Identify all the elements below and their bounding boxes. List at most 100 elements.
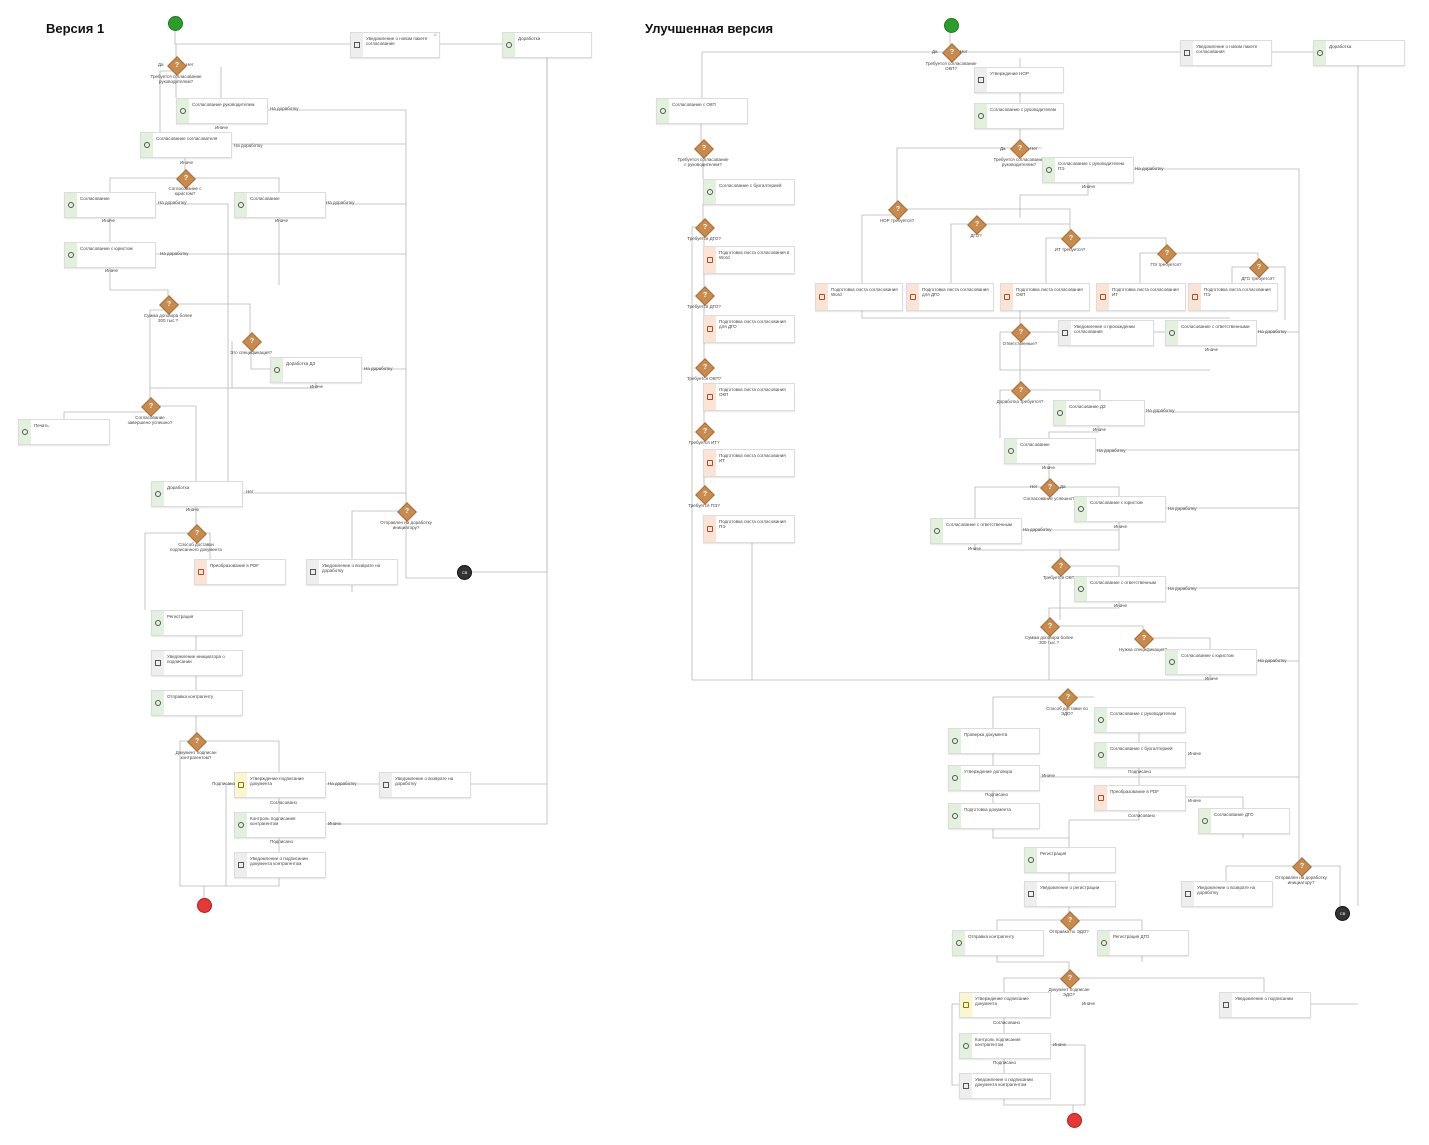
task-node[interactable]: Утверждение договора [948,765,1040,791]
document-icon [1185,891,1191,897]
gateway-question-icon: ? [702,428,708,435]
task-node[interactable]: Согласование ДГО [1198,808,1290,834]
connector-line [324,56,548,825]
gateway-question-icon: ? [174,62,180,69]
task-node[interactable]: Уведомление инициатора о подписании [151,650,243,676]
task-node[interactable]: Согласование руководителем [176,98,268,124]
task-node[interactable]: Контроль подписания контрагентом [234,812,326,838]
edge-label: Иначе [1093,427,1106,432]
task-node[interactable]: Подготовка листа согласования ОКП [1000,283,1090,311]
edge-label: Иначе [328,821,341,826]
connector-line [861,214,897,283]
task-label: Согласование с ответственным [1090,580,1156,585]
clock-icon [1169,659,1175,665]
task-node[interactable]: Регистрация ДГО [1097,930,1189,956]
task-node[interactable]: Подготовка листа согласования ПЭ [703,515,795,543]
task-node[interactable]: Регистрация [1024,847,1116,873]
task-node[interactable]: Уведомление о возврате на доработку [306,559,398,585]
task-node[interactable]: Утверждение НОР [974,67,1064,93]
task-node[interactable]: Уведомление о подписании документа контр… [234,852,326,878]
task-node[interactable]: Проверка документа [948,728,1040,754]
edge-label: Иначе [1082,1001,1095,1006]
task-label: Согласование с юристом [1181,653,1234,658]
connector-line [1225,865,1295,881]
task-node[interactable]: Согласование с ответственным [1074,576,1166,602]
task-node[interactable]: Согласование с руководителем [974,103,1064,129]
gateway-label: Согласование завершено успешно? [127,415,173,425]
gateway-label: ИТ требуется? [1054,247,1086,252]
document-icon [1028,891,1034,897]
task-node[interactable]: Отправка контрагенту [952,930,1044,956]
start-event[interactable] [944,18,959,33]
task-node[interactable]: Согласование согласователя [140,132,232,158]
end-event[interactable] [1067,1113,1082,1128]
task-node[interactable]: Подготовка листа согласования ИТ [1096,283,1186,311]
task-node[interactable]: Печать [18,419,110,445]
gateway-label: Требуется ДГО? [687,304,721,309]
task-type-bar [1220,993,1232,1017]
task-node[interactable]: Согласование с руководителем [1094,707,1186,733]
task-node[interactable]: Преобразование в PDF [1094,785,1186,811]
connector-line [1055,625,1144,632]
task-node[interactable]: Уведомление о прохождении согласования [1058,320,1154,346]
script-icon [910,294,916,300]
task-node[interactable]: Согласование с руководителем ПЭ [1042,157,1134,183]
connector-line [951,1003,959,1086]
task-node[interactable]: Подготовка листа согласования Word [815,283,903,311]
clock-icon [1008,448,1014,454]
task-node[interactable]: Преобразование в PDF [194,559,286,585]
task-node[interactable]: Согласование с бухгалтерией [1094,742,1186,768]
task-node[interactable]: Согласование [64,192,156,218]
start-event[interactable] [168,16,183,31]
task-node[interactable]: Согласование ДЗ [1053,400,1145,426]
task-node[interactable]: Подготовка листа согласования ПЭ [1188,283,1278,311]
task-node[interactable]: Подготовка листа согласования ИТ [703,449,795,477]
task-node[interactable]: Регистрация [151,610,243,636]
task-type-bar [704,384,716,410]
gateway-label: ДГО требуется? [1241,276,1275,281]
task-node[interactable]: Доработка [502,32,592,58]
terminate-event[interactable]: СВ [1335,906,1350,921]
connector-line [174,303,251,335]
gateway-question-icon: ? [166,301,172,308]
terminate-event[interactable]: СВ [457,565,472,580]
task-label: Согласование с руководителем [1110,711,1177,716]
task-node[interactable]: Подготовка листа согласования для ДГО [906,283,994,311]
task-node[interactable]: Согласование с бухгалтерией [703,179,795,205]
edge-label: Иначе [1188,798,1201,803]
task-node[interactable]: Согласование с юристом [1165,649,1257,675]
gateway-label: Нужна спецификация? [1119,647,1167,652]
task-node[interactable]: Уведомление о регистрации [1024,881,1116,907]
task-node[interactable]: Утверждение подписание документа [959,992,1051,1018]
task-node[interactable]: Подготовка листа согласования для ДГО [703,315,795,343]
clock-icon [22,429,28,435]
task-node[interactable]: Подготовка документа [948,803,1040,829]
task-label: Уведомление о подписании [1235,996,1293,1001]
task-node[interactable]: Отправка контрагенту [151,690,243,716]
task-node[interactable]: Уведомление о новом пакете согласования [1180,40,1272,66]
task-node[interactable]: Доработка [1313,40,1405,66]
task-node[interactable]: Согласование с юристом [64,242,156,268]
task-label: Согласование ДГО [1214,812,1254,817]
task-node[interactable]: Подготовка листа согласования в Word [703,246,795,274]
task-node[interactable]: Доработка [151,481,243,507]
task-node[interactable]: Уведомление о подписании документа контр… [959,1073,1051,1099]
end-event[interactable] [197,898,212,913]
task-node[interactable]: Согласование с ответственными [1165,320,1257,346]
task-node[interactable]: Согласование [1004,438,1096,464]
task-node[interactable]: Согласование с юристом [1074,496,1166,522]
connector-line [1231,266,1252,283]
task-node[interactable]: Утверждение подписание документа [234,772,326,798]
task-node[interactable]: Контроль подписания контрагентом [959,1033,1051,1059]
task-node[interactable]: Согласование [234,192,326,218]
task-node[interactable]: Подготовка листа согласования ОКП [703,383,795,411]
task-node[interactable]: Уведомление о подписании [1219,992,1311,1018]
task-node[interactable]: Уведомление о возврате на доработку [1181,881,1273,907]
task-node[interactable]: Доработка ДЗ [270,357,362,383]
task-label: Проверка документа [964,732,1008,737]
task-node[interactable]: Уведомление о возврате на доработку [379,772,471,798]
task-node[interactable]: Согласование с ОКП [656,98,748,124]
task-node[interactable]: Согласование с ответственным [930,518,1022,544]
